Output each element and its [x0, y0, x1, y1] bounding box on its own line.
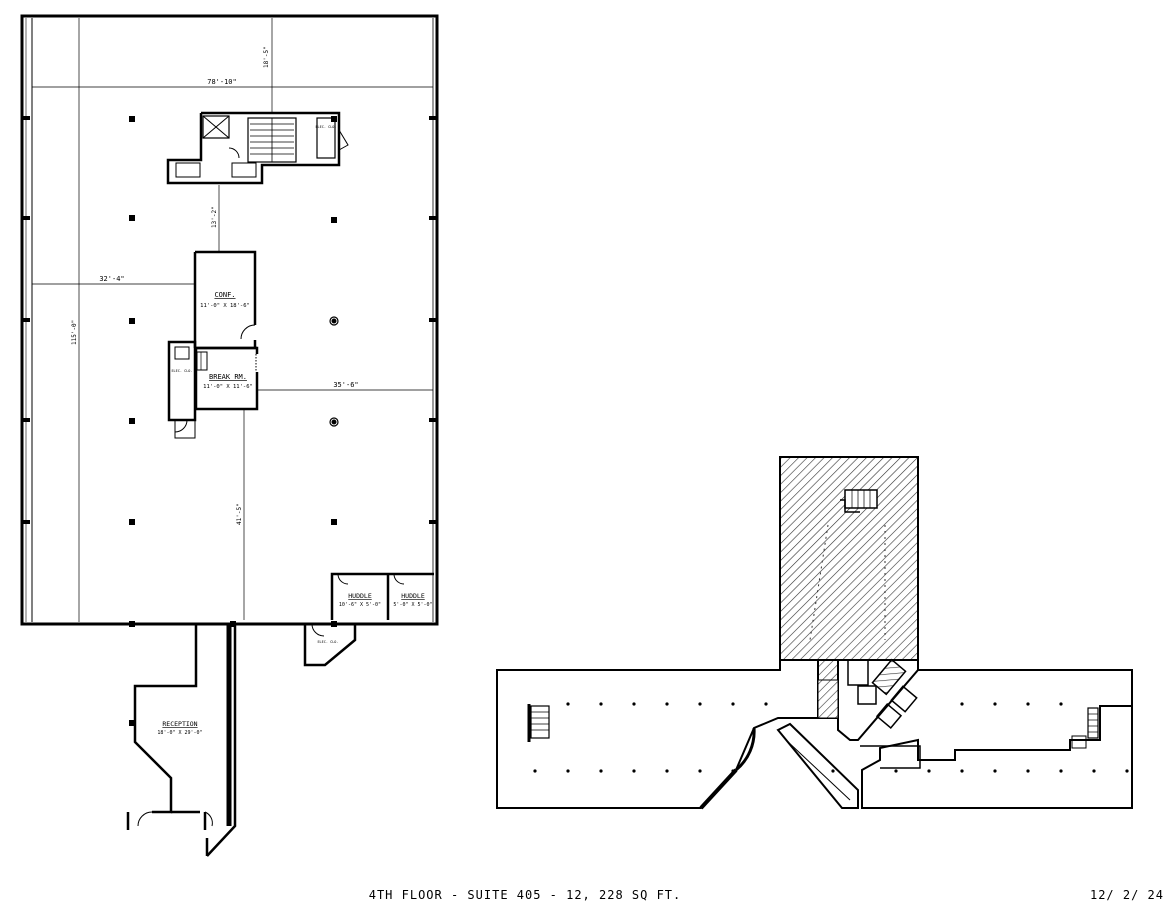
suite-outer-wall: [20, 14, 439, 626]
suite-labels: 78'-10" 18'-5" 13'-2" 32'-4" 115'-0" 35'…: [71, 46, 433, 736]
conf-room: [193, 250, 257, 350]
huddle2-name: HUDDLE: [401, 592, 425, 600]
conf-room-size: 11'-0" X 18'-6": [200, 303, 250, 309]
conf-room-name: CONF.: [214, 291, 235, 299]
elec-closet-1: [167, 340, 197, 422]
plan-date: 12/ 2/ 24: [1089, 888, 1164, 902]
right-wing: [861, 669, 1133, 809]
plan-title: 4TH FLOOR - SUITE 405 - 12, 228 SQ FT.: [368, 888, 682, 902]
key-plan: [496, 456, 1133, 810]
left-wing: [496, 659, 839, 809]
stair-treads: [250, 118, 294, 162]
dim-lower-depth: 41'-5": [236, 503, 243, 525]
dimension-lines: [32, 18, 433, 622]
elec-clo-label-1: ELEC. CLO.: [171, 369, 192, 373]
elec-clo-label-2: ELEC. CLO.: [317, 640, 338, 644]
diagonal-corridor: [776, 722, 859, 809]
reception-size: 18'-0" X 29'-0": [157, 730, 202, 736]
huddle1-size: 10'-6" X 5'-0": [339, 602, 381, 608]
dim-top-width: 78'-10": [207, 78, 237, 86]
dim-left-span: 32'-4": [99, 275, 124, 283]
suite-plan: [20, 14, 439, 857]
reception-name: RECEPTION: [162, 720, 197, 728]
reception-wing: [126, 624, 237, 857]
key-plan-columns: [533, 702, 1129, 773]
window-mullions: [22, 116, 437, 524]
huddle-rooms: [330, 572, 434, 620]
elec-clo-label-3: ELEC. CLO.: [315, 125, 336, 129]
dim-top-depth: 18'-5": [263, 46, 270, 68]
break-room-size: 11'-0" X 11'-6": [203, 384, 253, 390]
elec-closet-2: [303, 624, 357, 667]
columns: [129, 116, 337, 726]
core-door-swing: [338, 129, 349, 151]
dim-right-span: 35'-6": [333, 381, 358, 389]
huddle2-size: 5'-0" X 5'-0": [393, 602, 432, 608]
huddle1-name: HUDDLE: [348, 592, 372, 600]
dim-overall-depth: 115'-0": [71, 320, 78, 345]
break-room-name: BREAK RM.: [209, 373, 247, 381]
core-area: [837, 659, 919, 741]
dim-to-conf: 13'-2": [211, 206, 218, 228]
